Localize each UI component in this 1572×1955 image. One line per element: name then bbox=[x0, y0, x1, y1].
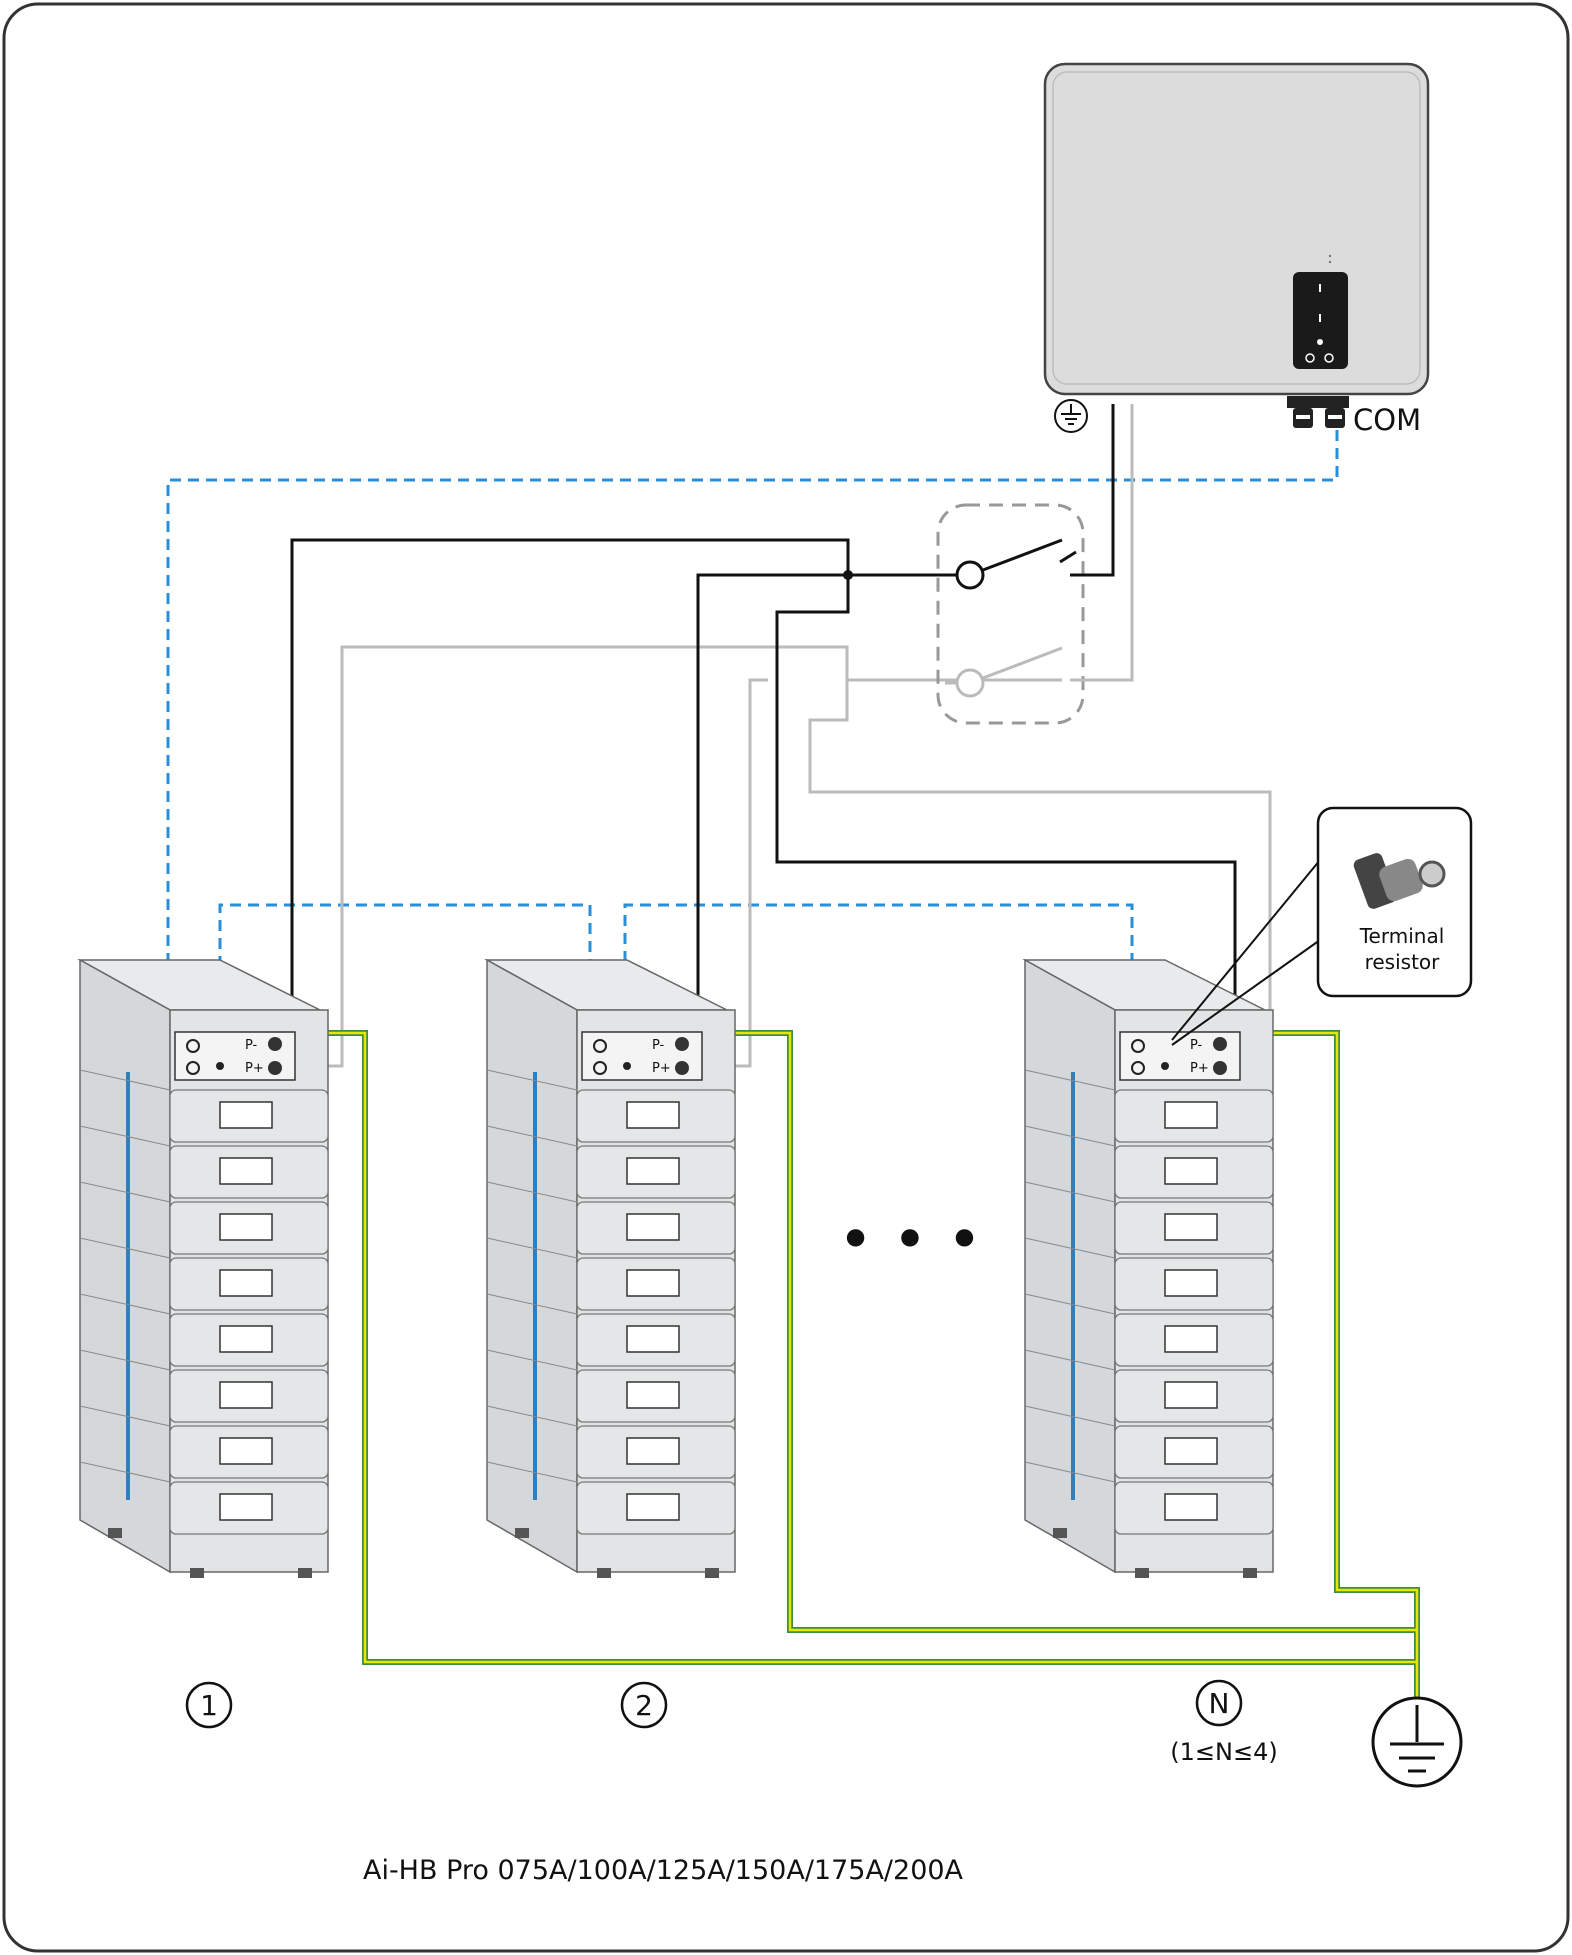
junction-dot bbox=[843, 570, 853, 580]
module-handle bbox=[1164, 1325, 1218, 1353]
terminal-label-positive: P+ bbox=[1190, 1061, 1209, 1076]
battery-racks: P- P+ P- P+ P- P+ bbox=[77, 958, 1274, 1578]
terminal-label-negative: P- bbox=[245, 1038, 258, 1053]
module-handle bbox=[1164, 1157, 1218, 1185]
module-handle bbox=[219, 1325, 273, 1353]
inverter: COM bbox=[1043, 62, 1430, 437]
module-handle bbox=[219, 1269, 273, 1297]
unit-number-n: N bbox=[1209, 1687, 1230, 1720]
unit-label-n: N (1≤N≤4) bbox=[1170, 1679, 1278, 1766]
module-handle bbox=[626, 1269, 680, 1297]
battery-rack: P- P+ bbox=[484, 958, 736, 1578]
callout-line-2: resistor bbox=[1365, 950, 1441, 974]
module-handle bbox=[626, 1157, 680, 1185]
module-handle bbox=[626, 1101, 680, 1129]
module-handle bbox=[1164, 1213, 1218, 1241]
terminal-label-positive: P+ bbox=[245, 1061, 264, 1076]
module-handle bbox=[1164, 1381, 1218, 1409]
earth-ground-icon bbox=[1371, 1696, 1463, 1788]
unit-number-2: 2 bbox=[635, 1689, 653, 1722]
com-port bbox=[1287, 396, 1349, 428]
module-handle bbox=[626, 1493, 680, 1521]
module-handle bbox=[626, 1213, 680, 1241]
breaker-icon bbox=[936, 503, 1087, 725]
ground-icon bbox=[1054, 399, 1088, 433]
terminal-resistor-icon bbox=[1353, 853, 1446, 909]
terminal-label-negative: P- bbox=[652, 1038, 665, 1053]
unit-range-label: (1≤N≤4) bbox=[1170, 1738, 1277, 1766]
module-handle bbox=[1164, 1101, 1218, 1129]
battery-rack: P- P+ bbox=[1022, 958, 1274, 1578]
module-handle bbox=[219, 1381, 273, 1409]
battery-rack: P- P+ bbox=[77, 958, 329, 1578]
callout-line-1: Terminal bbox=[1359, 924, 1445, 948]
module-handle bbox=[626, 1381, 680, 1409]
inverter-body bbox=[1043, 62, 1430, 396]
module-handle bbox=[1164, 1269, 1218, 1297]
module-handle bbox=[219, 1101, 273, 1129]
module-handle bbox=[219, 1157, 273, 1185]
terminal-label-negative: P- bbox=[1190, 1038, 1203, 1053]
module-handle bbox=[219, 1213, 273, 1241]
terminal-resistor-callout: Terminal resistor bbox=[1171, 806, 1473, 1046]
module-handle bbox=[219, 1493, 273, 1521]
unit-label-2: 2 bbox=[620, 1681, 668, 1729]
module-handle bbox=[1164, 1493, 1218, 1521]
module-handle bbox=[1164, 1437, 1218, 1465]
module-handle bbox=[219, 1437, 273, 1465]
model-footer: Ai-HB Pro 075A/100A/125A/150A/175A/200A bbox=[363, 1855, 964, 1886]
com-label: COM bbox=[1353, 403, 1421, 437]
unit-label-1: 1 bbox=[185, 1681, 233, 1729]
module-handle bbox=[626, 1325, 680, 1353]
module-handle bbox=[626, 1437, 680, 1465]
unit-number-1: 1 bbox=[200, 1689, 218, 1722]
terminal-label-positive: P+ bbox=[652, 1061, 671, 1076]
ellipsis: • • • bbox=[838, 1205, 982, 1275]
ground-wires bbox=[318, 1030, 1420, 1728]
